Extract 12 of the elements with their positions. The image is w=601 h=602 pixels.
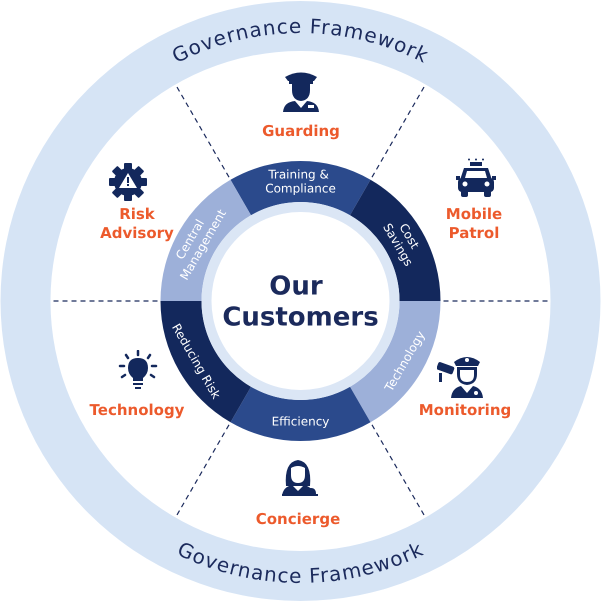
service-label: Guarding: [261, 122, 341, 141]
segment-label: Efficiency: [272, 414, 330, 428]
segment-label: Training & Compliance: [265, 168, 336, 196]
service-label: Mobile Patrol: [444, 205, 504, 243]
ring-segment: [230, 161, 370, 216]
service-label: Monitoring: [418, 401, 512, 420]
service-label: Technology: [88, 401, 186, 420]
center-label: Our Customers: [222, 272, 379, 332]
ring-segment: [230, 386, 370, 441]
service-label: Concierge: [254, 510, 342, 529]
service-label: Risk Advisory: [99, 205, 175, 243]
ring-segment: [350, 180, 440, 301]
